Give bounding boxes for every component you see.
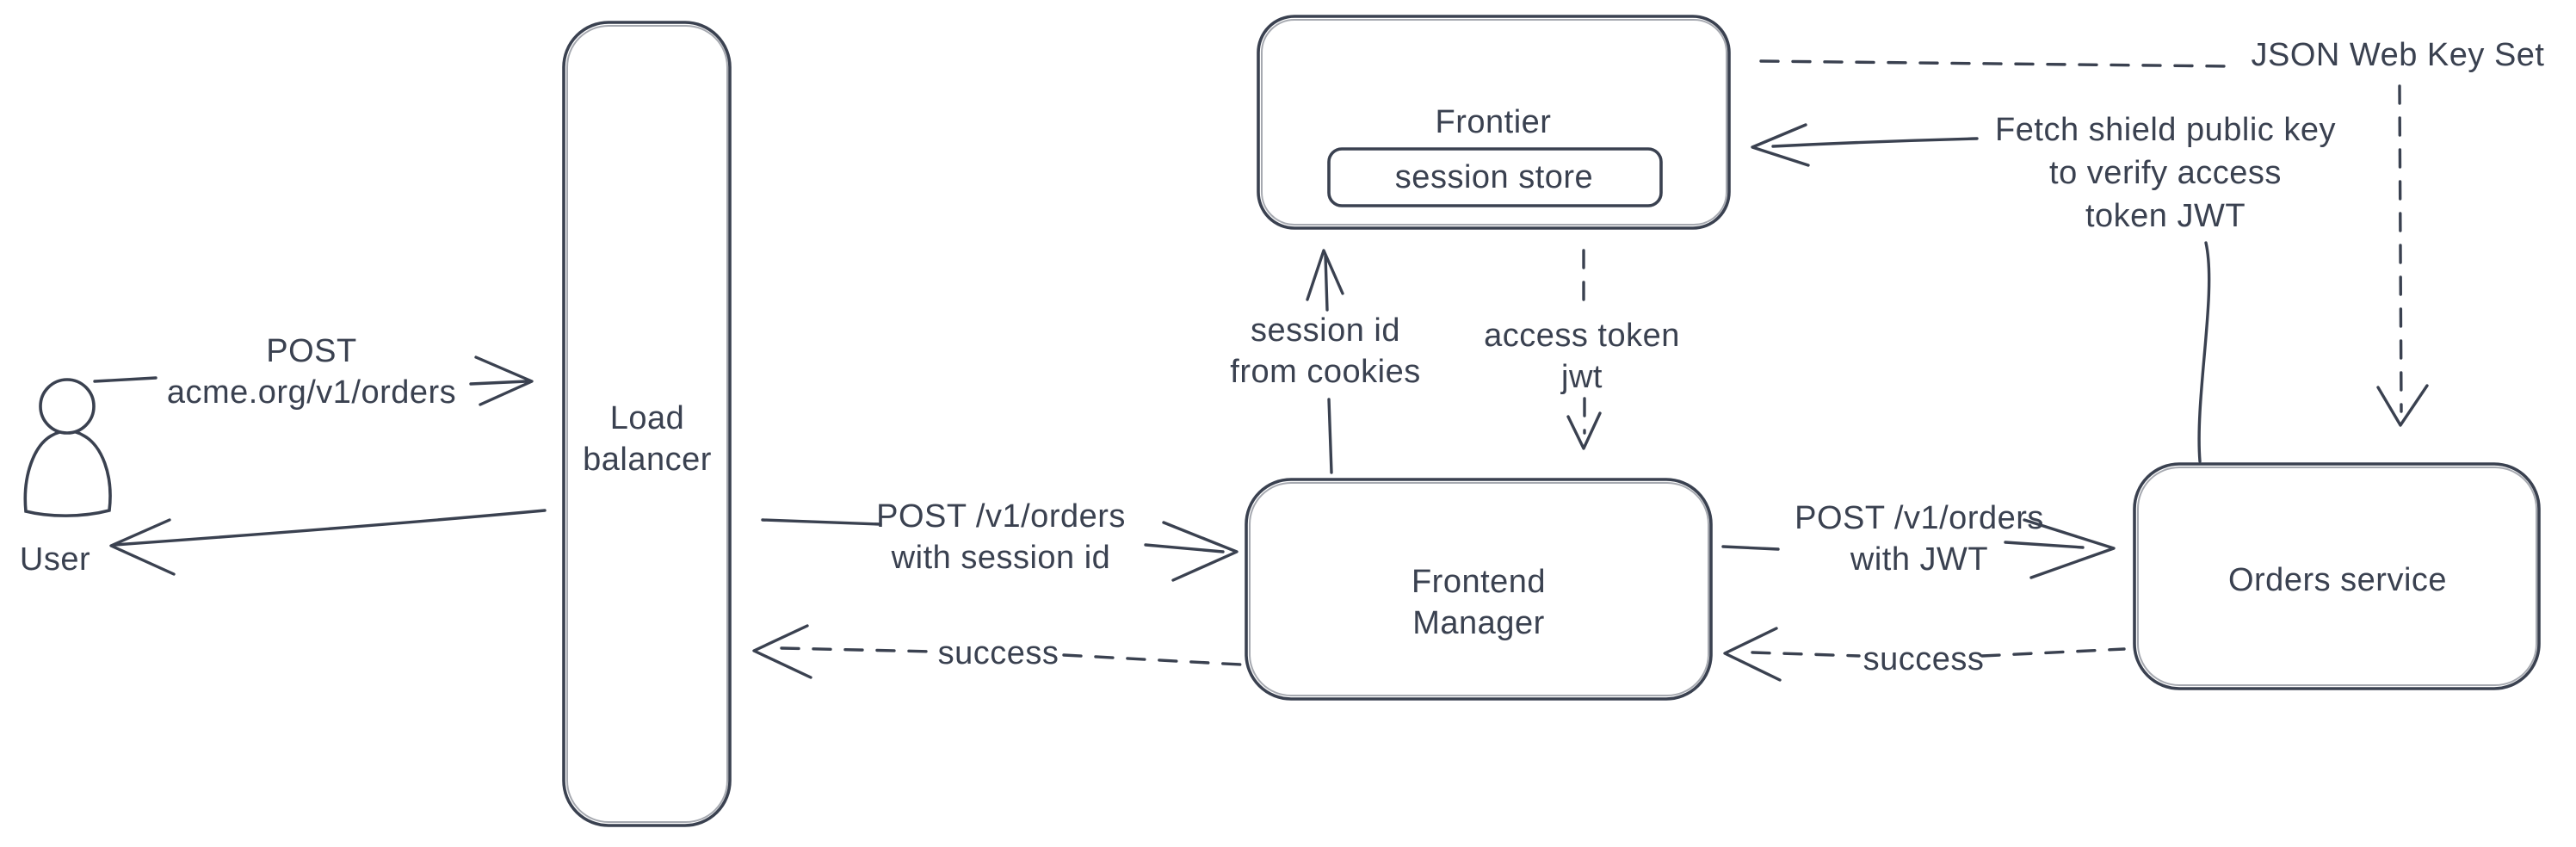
node-label-line: Load [609,400,685,436]
edge-label-line: POST /v1/orders [1795,500,2044,536]
load-balancer-label: Load balancer [583,398,712,480]
node-label-line: Manager [1412,605,1545,641]
edge-label-line: POST [266,333,357,369]
arrow-orders-service-to-frontend-manager-success [1723,627,2126,682]
arrow-load-balancer-to-frontend-manager [761,518,1239,582]
orders-service-box [2133,462,2541,690]
arrow-frontend-manager-to-frontier [1306,249,1344,474]
edge-label-line: access token [1484,318,1680,354]
edge-label-line: Fetch shield public key [1995,112,2336,148]
arrow-load-balancer-to-user [109,509,547,576]
session-store-label: session store [1394,159,1594,195]
edge-label-session-id-cookies: session id from cookies [1230,310,1420,393]
frontier-label: Frontier [1435,104,1552,140]
edge-label-line: with session id [891,540,1111,576]
edge-label-post-orders: POST acme.org/v1/orders [167,331,456,413]
arrow-frontend-manager-to-load-balancer-success [752,624,1242,679]
arrow-orders-service-to-frontier [1751,123,2211,463]
frontend-manager-box [1245,478,1713,701]
load-balancer-box [562,21,732,827]
orders-service-label: Orders service [2227,562,2448,598]
node-label-line: Frontend [1411,564,1547,600]
edge-label-success-left: success [937,635,1059,671]
arrow-frontier-to-frontend-manager [1566,249,1602,450]
edge-label-line: to verify access [2049,155,2282,191]
edge-label-access-token-jwt: access token jwt [1484,315,1680,398]
node-label-line: balancer [583,442,712,478]
edge-label-post-session-id: POST /v1/orders with session id [876,496,1126,578]
edge-label-line: acme.org/v1/orders [166,374,457,411]
frontend-manager-label: Frontend Manager [1412,561,1546,644]
edge-label-line: session id [1251,312,1400,349]
edge-label-line: POST /v1/orders [876,498,1126,535]
edge-label-line: from cookies [1230,354,1421,390]
user-label: User [19,541,91,578]
user-person-icon [23,378,112,517]
edge-label-line: jwt [1561,359,1603,395]
line-frontier-to-jwks [1759,59,2233,68]
edge-label-line: token JWT [2085,198,2246,234]
edge-label-fetch-public-key: Fetch shield public key to verify access… [1995,108,2336,238]
session-store-box [1327,147,1663,207]
jwks-label: JSON Web Key Set [2251,37,2545,73]
arrow-frontend-manager-to-orders-service [1721,518,2116,579]
arrow-user-to-load-balancer [93,355,534,406]
edge-label-line: with JWT [1850,541,1989,578]
edge-label-post-jwt: POST /v1/orders with JWT [1795,498,2044,580]
arrow-jwks-to-orders-service [2376,84,2429,427]
edge-label-success-right: success [1863,641,1985,677]
